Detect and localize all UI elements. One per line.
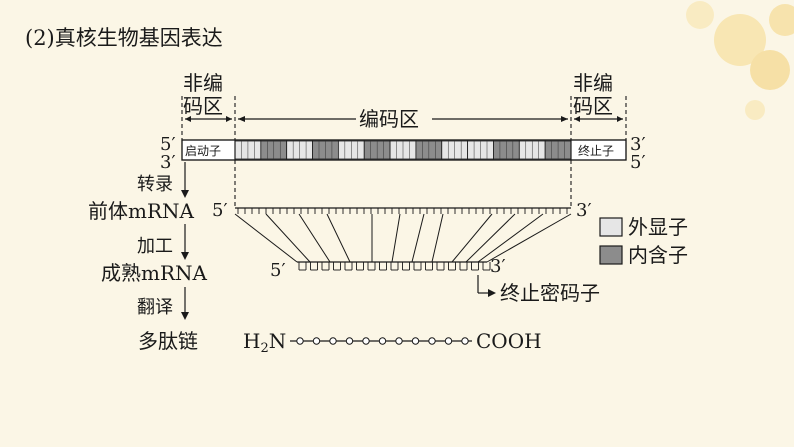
legend-exon-swatch (599, 217, 623, 237)
amino-acid-bead (362, 337, 370, 345)
pre-mrna-strand (235, 207, 571, 214)
amino-acid-bead (312, 337, 321, 345)
transcription-label: 转录 (137, 174, 173, 195)
mature-mrna-label: 成熟mRNA (101, 261, 208, 285)
polypeptide-label: 多肽链 (138, 329, 198, 353)
polypeptide-chain (290, 337, 472, 345)
promoter-label: 启动子 (185, 144, 221, 158)
mature-three-prime: 3′ (490, 256, 506, 277)
dna-three-prime-top: 3′ (630, 134, 646, 155)
mature-mrna-strand (297, 261, 491, 271)
pre-mrna-label: 前体mRNA (88, 199, 195, 223)
amino-acid-bead (329, 337, 337, 345)
translation-label: 翻译 (137, 297, 173, 318)
page-title: (2)真核生物基因表达 (25, 26, 223, 50)
legend-intron-label: 内含子 (628, 243, 688, 267)
noncoding-left-label-2: 码区 (183, 94, 223, 118)
amino-terminus-label: H2N (243, 329, 286, 356)
legend-intron-swatch (599, 245, 623, 265)
legend: 外显子 内含子 (599, 215, 688, 267)
amino-acid-bead (428, 337, 436, 345)
dna-five-prime-bottom: 5′ (630, 152, 646, 173)
splicing-lines (234, 213, 572, 263)
flow-arrow-3 (181, 287, 189, 320)
dna-double-strand (181, 139, 627, 161)
flow-arrow-1 (181, 162, 189, 198)
coding-region-label: 编码区 (359, 107, 419, 131)
mature-five-prime: 5′ (270, 260, 286, 281)
pre-mrna-five-prime: 5′ (212, 200, 228, 221)
terminator-label: 终止子 (578, 143, 614, 158)
noncoding-left-label-1: 非编 (183, 71, 223, 95)
dna-three-prime-bottom: 3′ (160, 152, 176, 173)
noncoding-right-label-2: 码区 (573, 94, 613, 118)
processing-label: 加工 (137, 236, 173, 257)
amino-acid-bead (444, 337, 453, 345)
amino-acid-bead (296, 337, 304, 345)
amino-acid-bead (395, 337, 403, 345)
flower-decoration (686, 1, 794, 120)
flow-arrow-2 (181, 224, 189, 260)
stop-codon-label: 终止密码子 (500, 281, 600, 305)
noncoding-right-label-1: 非编 (573, 71, 613, 95)
amino-acid-bead (411, 337, 420, 345)
region-arrows (185, 116, 623, 122)
stop-codon-pointer (477, 275, 496, 297)
amino-acid-bead (461, 337, 469, 345)
pre-mrna-three-prime: 3′ (576, 200, 592, 221)
amino-acid-bead (378, 337, 387, 345)
amino-acid-bead (345, 337, 354, 345)
carboxyl-terminus-label: COOH (476, 329, 542, 353)
dna-five-prime-top: 5′ (160, 134, 176, 155)
legend-exon-label: 外显子 (628, 215, 688, 239)
